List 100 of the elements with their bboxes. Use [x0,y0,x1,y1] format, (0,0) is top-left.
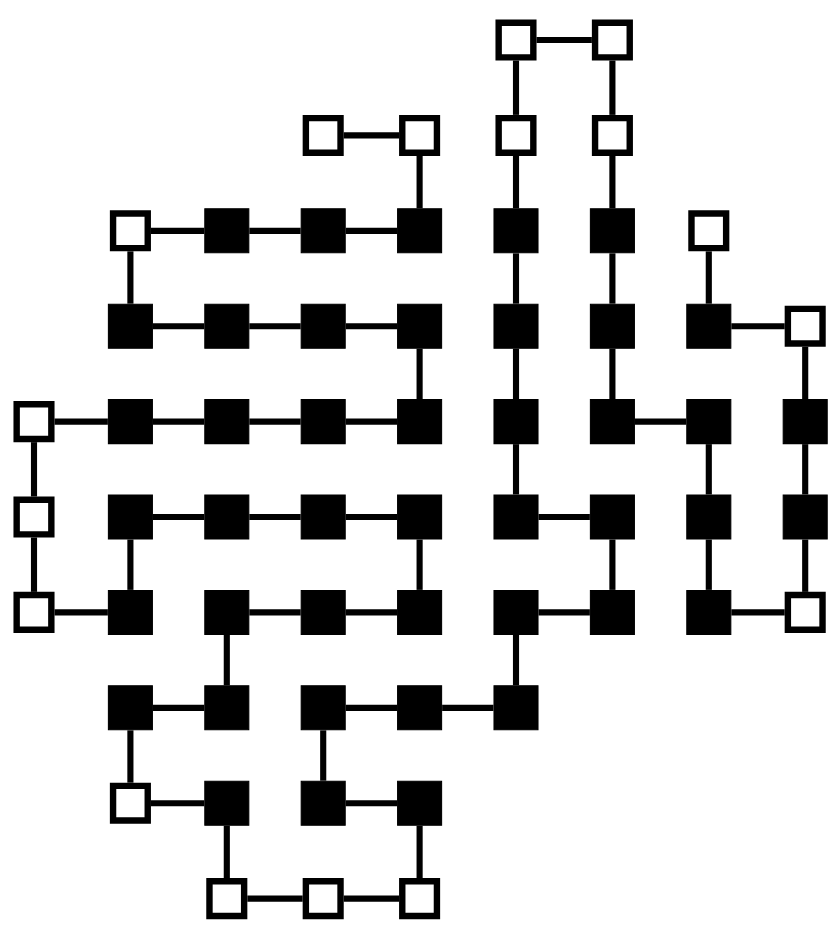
connector-line [343,132,400,139]
connector-line [731,609,785,616]
square-node [300,494,346,540]
square-node [399,114,441,156]
connector-line [512,60,520,115]
square-node [204,399,250,445]
square-node [204,685,250,731]
square-node [686,589,732,635]
square-node [13,401,55,443]
square-node [589,589,635,635]
square-node [109,782,151,824]
connector-line [512,444,520,495]
square-node [13,496,55,538]
connector-line [802,346,809,400]
square-node [300,208,346,254]
connector-line [345,800,398,807]
connector-line [345,704,398,711]
connector-line [152,323,205,330]
square-node [204,303,250,349]
square-node [302,114,344,156]
connector-line [609,253,616,304]
connector-line [538,609,590,616]
connector-line [320,730,327,781]
connector-line [30,537,38,592]
square-node [782,399,828,445]
square-node [493,399,539,445]
connector-line [223,634,230,686]
connector-line [416,155,423,209]
square-node [302,878,344,920]
square-node [686,303,732,349]
connector-line [150,800,205,807]
square-node [784,305,826,347]
connector-line [538,513,590,521]
connector-line [536,36,592,44]
square-node [204,589,250,635]
connector-line [223,825,230,879]
square-node [399,878,441,920]
connector-line [609,60,616,115]
connector-line [249,418,301,425]
connector-line [247,895,303,902]
square-node [495,19,537,61]
square-node [589,399,635,445]
connector-line [609,348,616,400]
connector-line [802,444,809,495]
connector-line [442,704,494,711]
square-node [397,208,443,254]
connector-line [731,323,785,330]
connector-line [30,442,38,497]
connector-line [345,609,398,616]
square-node [589,303,635,349]
connector-line [150,227,205,234]
square-node [782,494,828,540]
connector-line [609,155,616,209]
connector-line [512,155,520,209]
square-node [589,208,635,254]
square-node [591,114,633,156]
connector-line [609,539,616,590]
connector-line [249,227,301,234]
connector-line [127,251,134,304]
connector-line [127,539,134,590]
square-node [493,589,539,635]
connector-line [634,418,687,425]
square-node [107,494,153,540]
connector-line [249,513,301,521]
square-node [493,208,539,254]
square-node [13,591,55,633]
connector-line [152,704,205,711]
square-node [107,589,153,635]
square-node [206,878,248,920]
square-node [589,494,635,540]
square-node [688,210,730,252]
square-node [107,685,153,731]
connector-line [345,227,398,234]
square-node [300,685,346,731]
connector-line [512,348,520,400]
square-node [397,685,443,731]
square-node [300,399,346,445]
square-node [204,208,250,254]
square-node [204,780,250,826]
connector-line [416,539,423,590]
square-node [686,399,732,445]
square-node [300,303,346,349]
connector-line [705,251,712,304]
connector-line [343,895,400,902]
square-node [204,494,250,540]
connector-line [345,418,398,425]
square-node [591,19,633,61]
connector-line [802,539,809,592]
square-node [784,591,826,633]
connector-line [54,418,108,425]
connector-line [152,513,205,521]
connector-line [345,513,398,521]
square-node [493,494,539,540]
square-node [109,210,151,252]
square-node [397,589,443,635]
connector-line [127,730,134,783]
connector-line [249,323,301,330]
square-node [493,303,539,349]
square-node [397,494,443,540]
connector-line [416,825,423,879]
